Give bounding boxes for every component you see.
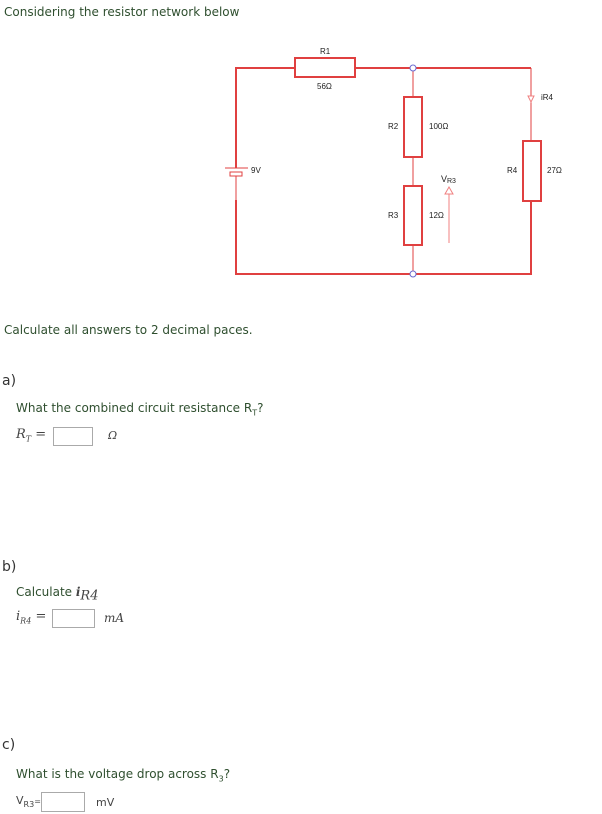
resistor-network-diagram: R1 56Ω R2 100Ω R3 12Ω R4 27Ω 9V V R3 iR4 xyxy=(225,47,562,278)
part-a-letter: a) xyxy=(2,373,17,389)
vr3-answer-input[interactable] xyxy=(41,792,85,812)
battery-icon xyxy=(225,167,248,200)
node-bottom xyxy=(409,270,417,278)
resistor-r4 xyxy=(522,140,542,202)
vr3-sub: R3 xyxy=(447,178,456,185)
r4-label: R4 xyxy=(507,166,518,175)
r1-label: R1 xyxy=(320,47,331,56)
part-b-unit: mA xyxy=(104,611,125,625)
r1-value: 56Ω xyxy=(317,82,332,91)
part-a-variable: RT = xyxy=(16,427,47,444)
node-top xyxy=(409,64,417,72)
intro-text: Considering the resistor network below xyxy=(4,5,240,19)
vr3-arrow-icon xyxy=(444,185,454,243)
resistor-r3 xyxy=(403,185,423,246)
resistor-r1 xyxy=(294,57,356,78)
part-b-question: Calculate iR4 xyxy=(16,585,99,604)
part-b-letter: b) xyxy=(2,559,17,575)
part-a-question: What the combined circuit resistance RT? xyxy=(16,401,264,418)
wire-top-left xyxy=(235,67,295,168)
wire-left-bottom xyxy=(235,200,532,275)
vr3-label: V xyxy=(441,174,447,184)
part-a-unit: Ω xyxy=(108,429,118,442)
part-c-unit: mV xyxy=(96,796,115,809)
ir4-answer-input[interactable] xyxy=(52,609,95,628)
instruction-text: Calculate all answers to 2 decimal paces… xyxy=(4,323,253,337)
r2-value: 100Ω xyxy=(429,122,448,131)
part-c-letter: c) xyxy=(2,737,16,753)
part-b-variable: iR4 = xyxy=(16,609,47,626)
r3-value: 12Ω xyxy=(429,211,444,220)
source-label: 9V xyxy=(251,166,261,175)
r3-label: R3 xyxy=(388,211,399,220)
r4-value: 27Ω xyxy=(547,166,562,175)
rt-answer-input[interactable] xyxy=(53,427,93,446)
part-c-question: What is the voltage drop across R3? xyxy=(16,767,231,784)
part-c-variable: VR3= xyxy=(16,794,41,810)
ir4-label: iR4 xyxy=(541,93,554,102)
r2-label: R2 xyxy=(388,122,399,131)
ir4-arrow-icon xyxy=(527,95,535,104)
resistor-r2 xyxy=(403,96,423,158)
